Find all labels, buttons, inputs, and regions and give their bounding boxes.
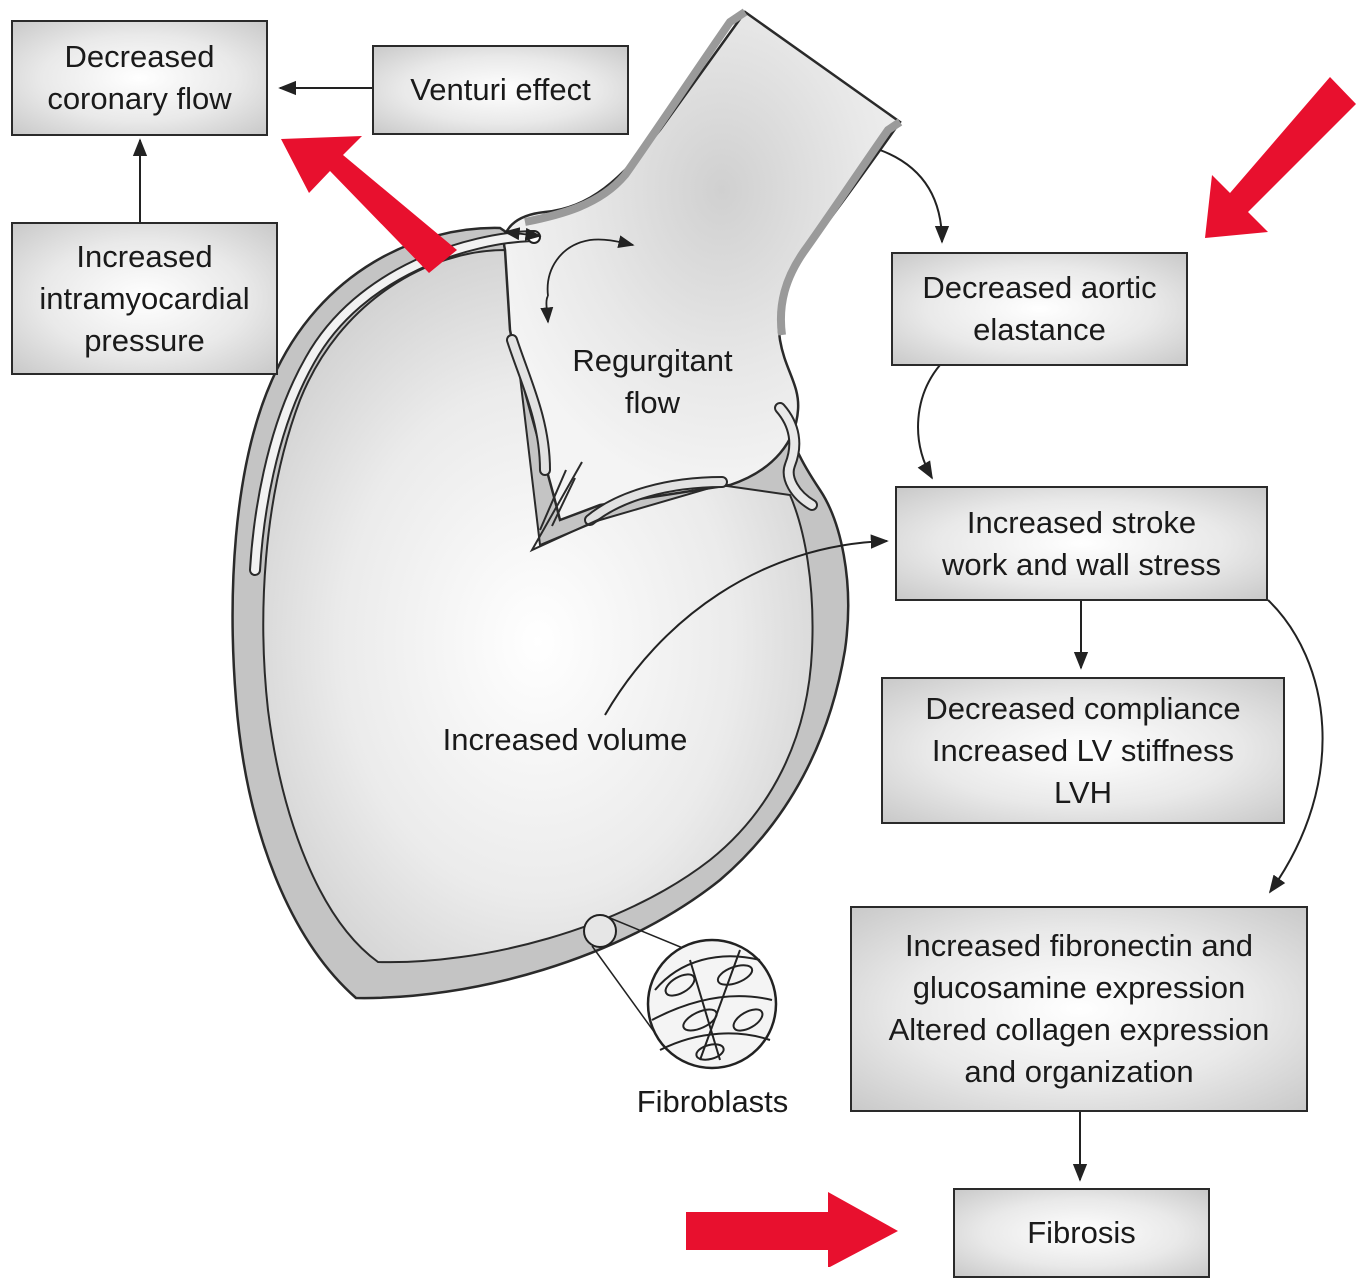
decreased-coronary-flow-text: Decreased coronary flow — [47, 36, 231, 120]
increased-volume-label: Increased volume — [410, 719, 720, 761]
decreased-coronary-flow-box: Decreased coronary flow — [11, 20, 268, 136]
stroke-work-text: Increased stroke work and wall stress — [942, 502, 1221, 586]
fibronectin-box: Increased fibronectin and glucosamine ex… — [850, 906, 1308, 1112]
arrow-aorta-to-elastance — [880, 150, 942, 242]
arrow-elastance-to-stroke — [918, 365, 940, 478]
aortic-elastance-text: Decreased aortic elastance — [922, 267, 1156, 351]
fibronectin-text: Increased fibronectin and glucosamine ex… — [889, 925, 1270, 1093]
stroke-work-box: Increased stroke work and wall stress — [895, 486, 1268, 601]
venturi-effect-box: Venturi effect — [372, 45, 629, 135]
fibrosis-text: Fibrosis — [1027, 1212, 1136, 1254]
fibrosis-box: Fibrosis — [953, 1188, 1210, 1278]
compliance-text: Decreased compliance Increased LV stiffn… — [925, 688, 1240, 814]
fibroblast-sample-point — [584, 915, 616, 947]
red-arrow-coronary — [281, 136, 457, 273]
compliance-box: Decreased compliance Increased LV stiffn… — [881, 677, 1285, 824]
intramyocardial-pressure-box: Increased intramyocardial pressure — [11, 222, 278, 375]
red-arrow-fibrosis — [686, 1192, 898, 1267]
red-arrow-aortic-elastance — [1205, 77, 1356, 238]
fibroblast-magnified-circle — [648, 940, 776, 1068]
aortic-elastance-box: Decreased aortic elastance — [891, 252, 1188, 366]
intramyocardial-pressure-text: Increased intramyocardial pressure — [39, 236, 249, 362]
regurgitant-flow-label: Regurgitant flow — [545, 340, 760, 424]
venturi-effect-text: Venturi effect — [410, 69, 590, 111]
fibroblasts-label: Fibroblasts — [610, 1081, 815, 1123]
